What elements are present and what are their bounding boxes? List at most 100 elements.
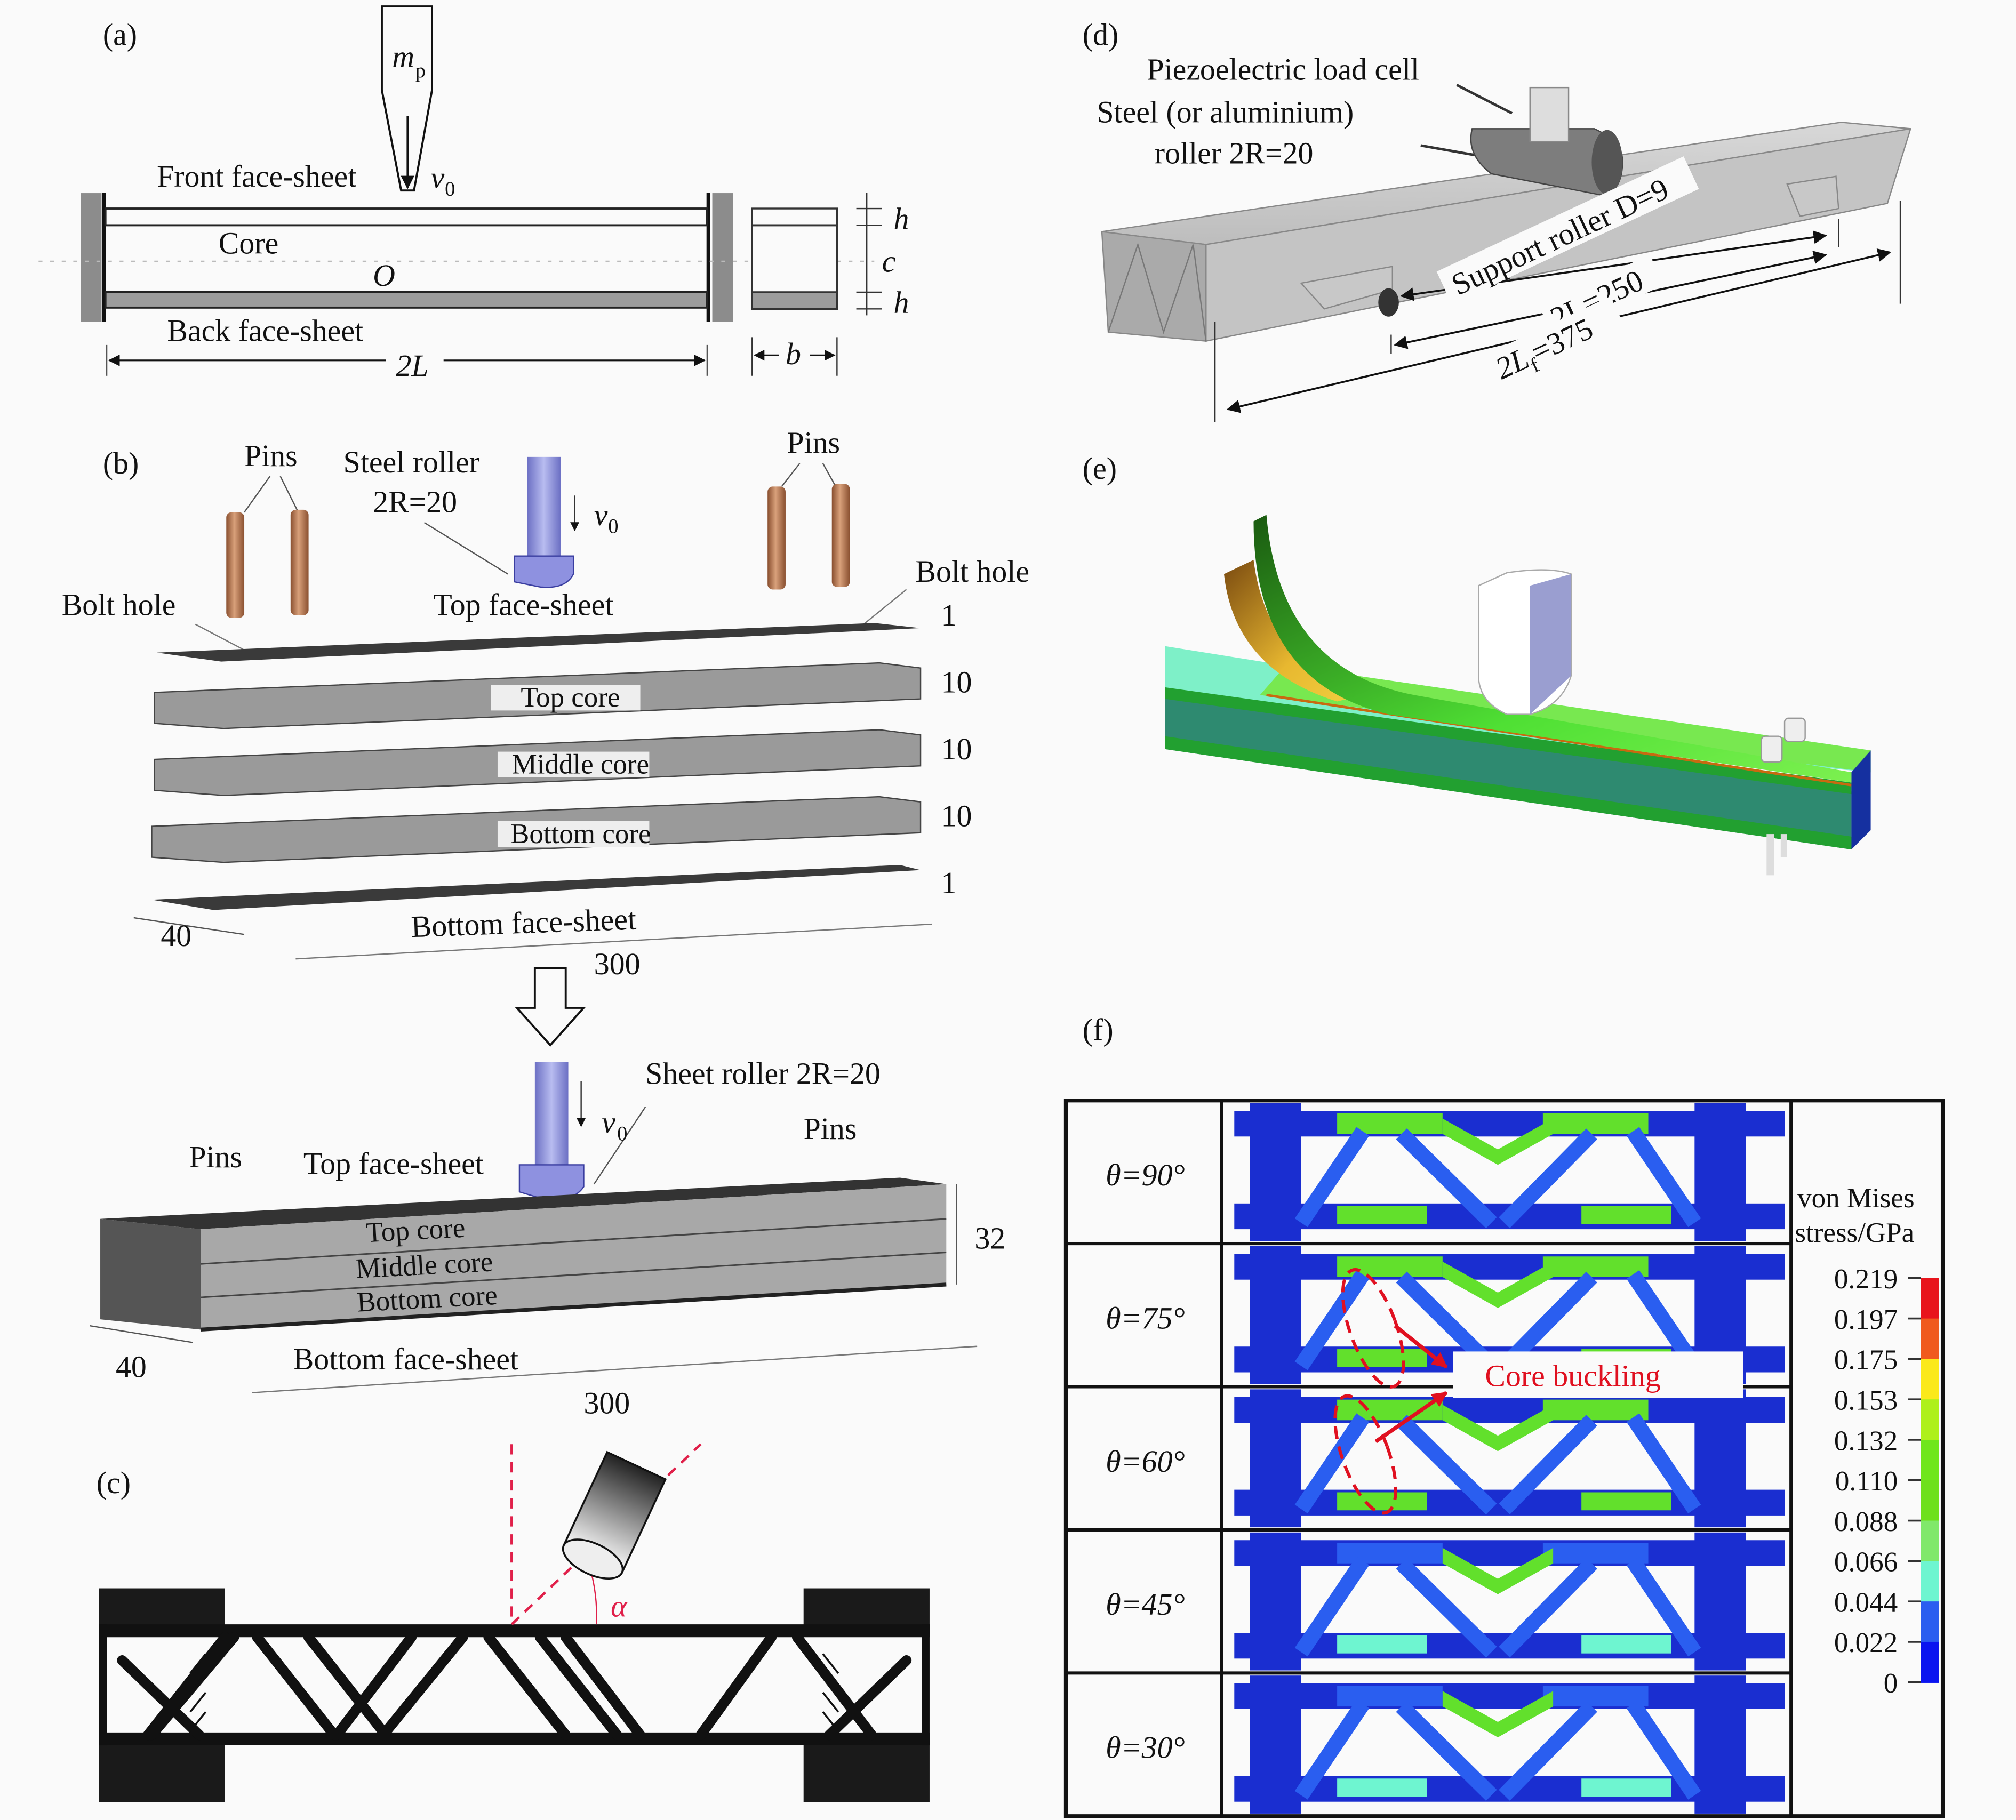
face-thickness-top: h <box>893 202 909 236</box>
middle-core: Middle core <box>154 729 922 796</box>
dim-width-b2: 40 <box>116 1350 147 1384</box>
velocity-subscript-b: 0 <box>608 515 618 538</box>
dim-bottom-core: 10 <box>941 799 972 833</box>
legend-tick-label: 0 <box>1884 1668 1898 1699</box>
width-label: b <box>786 336 801 371</box>
panel-label-d: (d) <box>1083 17 1118 52</box>
legend-color-band <box>1921 1520 1939 1562</box>
pins-left-label: Pins <box>244 438 298 473</box>
roller-label-1: Steel (or aluminium) <box>1097 94 1354 129</box>
dim-bottom-sheet: 1 <box>941 865 957 900</box>
fe-pin-icon <box>1761 735 1783 763</box>
mass-subscript: p <box>415 60 426 82</box>
fe-result-row: θ=30° <box>1066 1671 1791 1814</box>
load-cell-icon <box>1529 86 1570 142</box>
top-core-label-b2: Top core <box>365 1213 466 1249</box>
panel-d: (d) Piezoelectric load cell Steel (or al… <box>1083 17 1912 422</box>
dim-middle-core: 10 <box>941 732 972 766</box>
legend-tick-label: 0.044 <box>1834 1587 1898 1618</box>
front-face-sheet-label: Front face-sheet <box>157 159 356 194</box>
top-core: Top core <box>154 662 922 729</box>
velocity-subscript-b2: 0 <box>617 1123 627 1145</box>
core-buckling-box <box>1453 1351 1743 1398</box>
bottom-core-label-b2: Bottom core <box>356 1280 498 1318</box>
steel-roller-size: 2R=20 <box>373 485 457 519</box>
core-buckling-label: Core buckling <box>1485 1359 1660 1393</box>
core-thickness: c <box>882 244 896 278</box>
pins-right-label: Pins <box>787 426 840 460</box>
fe-result-row: θ=60° <box>1066 1385 1791 1528</box>
legend-color-band <box>1921 1318 1939 1360</box>
pin-icon <box>831 484 850 587</box>
legend-tick-label: 0.066 <box>1834 1547 1898 1578</box>
steel-roller-icon <box>527 456 561 563</box>
front-face-sheet <box>104 207 708 227</box>
bottom-core: Bottom core <box>151 796 922 863</box>
legend-title-2: stress/GPa <box>1795 1217 1914 1248</box>
bottom-face-sheet <box>151 865 921 910</box>
dim-width-b: 40 <box>161 918 191 953</box>
legend-tick-label: 0.219 <box>1834 1264 1898 1295</box>
legend-tick-label: 0.088 <box>1834 1506 1898 1537</box>
legend-tick-label: 0.197 <box>1834 1304 1898 1335</box>
legend-color-band <box>1921 1601 1939 1643</box>
dim-height-b2: 32 <box>974 1221 1005 1255</box>
span-label: 2L <box>396 348 429 383</box>
steel-roller-label: Steel roller <box>343 445 479 479</box>
bolt-hole-left-label: Bolt hole <box>62 588 176 622</box>
row-angle-label: θ=45° <box>1106 1587 1185 1622</box>
fe-curved-sheet-orange <box>1224 559 1363 702</box>
panel-b-exploded: (b) Pins Steel roller 2R=20 v 0 Pins Bol… <box>62 426 1029 1047</box>
legend-tick-label: 0.132 <box>1834 1425 1898 1456</box>
dim-length-b: 300 <box>594 947 641 981</box>
legend-tick-label: 0.153 <box>1834 1385 1898 1416</box>
dim-top-sheet: 1 <box>941 598 957 632</box>
legend-color-band <box>1921 1399 1939 1441</box>
row-angle-label: θ=60° <box>1106 1444 1185 1479</box>
pin-icon <box>767 486 786 590</box>
panel-label-e: (e) <box>1083 451 1117 486</box>
fe-curved-sheet-green <box>1253 515 1852 783</box>
legend-tick-label: 0.175 <box>1834 1345 1898 1376</box>
face-thickness-bottom: h <box>893 285 909 320</box>
velocity-symbol-b: v <box>594 498 608 532</box>
panel-c: (c) α <box>97 1443 930 1802</box>
velocity-subscript: 0 <box>445 178 455 201</box>
back-face-sheet <box>104 291 708 309</box>
back-face-sheet-label: Back face-sheet <box>167 314 363 348</box>
load-cell-label: Piezoelectric load cell <box>1147 52 1419 87</box>
legend-color-band <box>1921 1278 1939 1319</box>
legend-color-band <box>1921 1561 1939 1602</box>
origin-label: O <box>373 258 395 293</box>
row-angle-label: θ=75° <box>1106 1301 1185 1335</box>
panel-b-assembled: Sheet roller 2R=20 v 0 Pins Pins Top fac… <box>90 1056 1005 1420</box>
assembled-end-face <box>100 1218 201 1330</box>
pins-right-label-b2: Pins <box>804 1111 857 1146</box>
left-clamp <box>81 193 102 322</box>
row-angle-label: θ=90° <box>1106 1158 1185 1192</box>
panel-e: (e) <box>1083 451 1871 876</box>
right-clamp <box>712 193 733 322</box>
core-label: Core <box>219 226 278 260</box>
dim-top-core: 10 <box>941 665 972 700</box>
fe-result-row: θ=45° <box>1066 1528 1791 1671</box>
panel-a: (a) m p Front face-sheet v 0 Core O Back… <box>38 5 909 383</box>
bottom-core-label: Bottom core <box>510 819 651 849</box>
sheet-roller-icon <box>534 1062 569 1172</box>
mass-symbol: m <box>392 39 414 74</box>
legend-title-1: von Mises <box>1797 1183 1914 1214</box>
top-face-sheet <box>157 623 921 662</box>
legend-color-band <box>1921 1439 1939 1481</box>
angle-alpha: α <box>611 1589 628 1624</box>
panel-label-b: (b) <box>103 446 139 480</box>
top-face-sheet-label-b2: Top face-sheet <box>303 1146 484 1181</box>
assembly-arrow-icon <box>514 967 586 1047</box>
fe-result-row: θ=90° <box>1106 1103 1785 1241</box>
legend-tick-label: 0.022 <box>1834 1627 1898 1658</box>
panel-label-a: (a) <box>103 17 137 52</box>
roller-label-2: roller 2R=20 <box>1155 136 1314 171</box>
projectile-icon <box>381 5 433 192</box>
middle-core-label-b2: Middle core <box>355 1246 493 1284</box>
legend-color-band <box>1921 1641 1939 1683</box>
dim-length-b2: 300 <box>583 1385 630 1420</box>
